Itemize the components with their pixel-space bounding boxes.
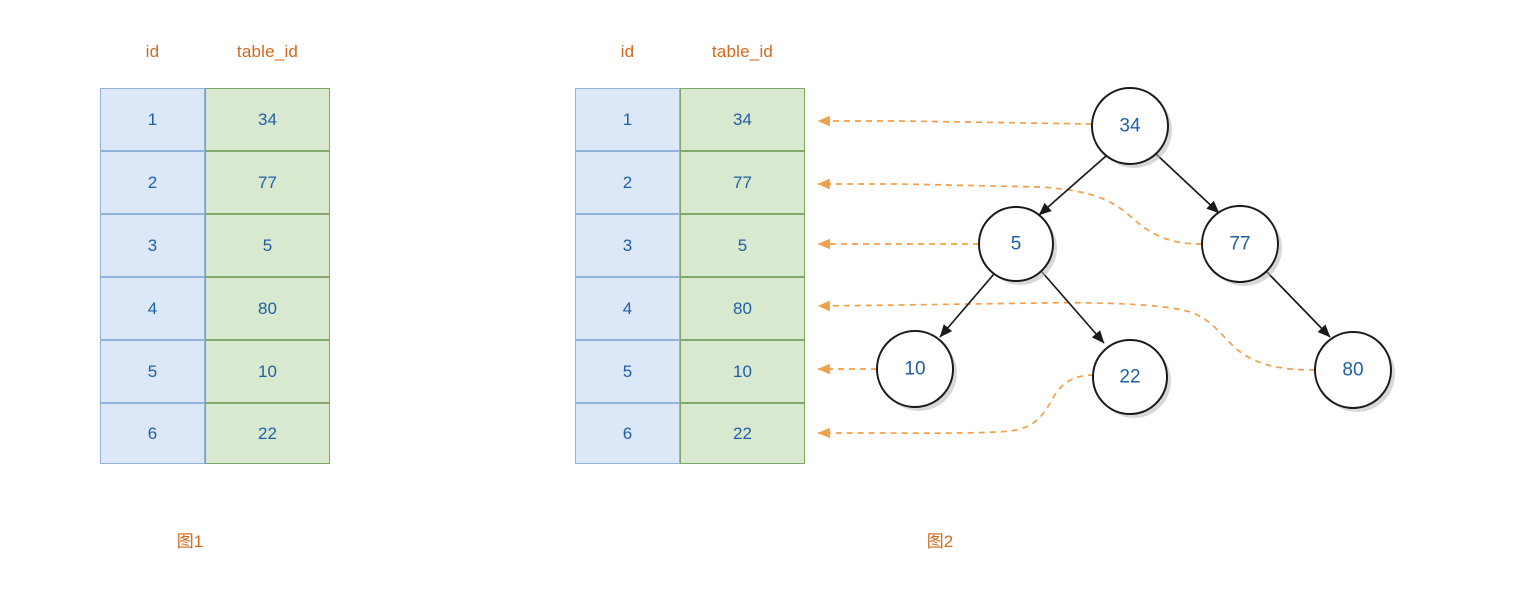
figure2-cell-id-3: 3 <box>575 214 680 277</box>
link-row2-to-node-77 <box>817 178 1203 245</box>
figure2-cell-id-5: 5 <box>575 340 680 403</box>
tree-edge-5-to-22 <box>1041 271 1105 344</box>
tree-node-77-label: 77 <box>1229 234 1250 255</box>
figure1-cell-id-2: 2 <box>100 151 205 214</box>
link-row4-to-node-80 <box>817 300 1316 371</box>
figure2-cell-table-id-5: 10 <box>680 340 805 403</box>
tree-nodes: 34 5 77 10 22 <box>876 87 1395 418</box>
figure1-header-id: id <box>145 42 160 61</box>
tree-node-80-label: 80 <box>1342 360 1363 381</box>
figure1-cell-table-id-2: 77 <box>205 151 330 214</box>
figure2-cell-id-6: 6 <box>575 403 680 464</box>
figure2-header-table-id: table_id <box>711 42 774 61</box>
figure2-cell-table-id-6: 22 <box>680 403 805 464</box>
tree-edges <box>939 153 1331 344</box>
tree-edge-34-to-5 <box>1038 155 1107 216</box>
figure1-cell-table-id-6: 22 <box>205 403 330 464</box>
tree-node-34[interactable]: 34 <box>1091 87 1172 168</box>
figure1-cell-id-5: 5 <box>100 340 205 403</box>
tree-node-22-label: 22 <box>1119 367 1140 388</box>
figure1-cell-id-6: 6 <box>100 403 205 464</box>
figure2-cell-table-id-3: 5 <box>680 214 805 277</box>
tree-node-5[interactable]: 5 <box>978 206 1057 285</box>
figure1-header-table-id: table_id <box>236 42 299 61</box>
table-to-node-links <box>817 115 1316 439</box>
figure2-header-id: id <box>620 42 635 61</box>
tree-node-5-label: 5 <box>1011 234 1022 255</box>
tree-node-10[interactable]: 10 <box>876 330 957 411</box>
figure1-cell-table-id-5: 10 <box>205 340 330 403</box>
link-row6-to-node-22 <box>817 374 1095 439</box>
tree-node-77[interactable]: 77 <box>1201 205 1282 286</box>
figure1-cell-table-id-1: 34 <box>205 88 330 151</box>
figure2-cell-table-id-4: 80 <box>680 277 805 340</box>
figure2-caption: 图2 <box>926 532 954 551</box>
figure2-cell-table-id-2: 77 <box>680 151 805 214</box>
figure1-cell-id-1: 1 <box>100 88 205 151</box>
figure2-cell-id-4: 4 <box>575 277 680 340</box>
tree-edge-5-to-10 <box>939 273 995 338</box>
tree-node-22[interactable]: 22 <box>1092 339 1171 418</box>
figure2-cell-id-1: 1 <box>575 88 680 151</box>
figure1-cell-id-3: 3 <box>100 214 205 277</box>
figure1-cell-table-id-4: 80 <box>205 277 330 340</box>
tree-node-34-label: 34 <box>1119 116 1141 137</box>
link-row1-to-node-34 <box>817 115 1093 127</box>
tree-node-10-label: 10 <box>904 359 925 380</box>
tree-edge-34-to-77 <box>1155 153 1220 214</box>
figure1-caption: 图1 <box>176 532 204 551</box>
figure1-cell-table-id-3: 5 <box>205 214 330 277</box>
tree-node-80[interactable]: 80 <box>1314 331 1395 412</box>
figure2-cell-id-2: 2 <box>575 151 680 214</box>
figure1-cell-id-4: 4 <box>100 277 205 340</box>
tree-edge-77-to-80 <box>1266 271 1331 338</box>
figure2-cell-table-id-1: 34 <box>680 88 805 151</box>
